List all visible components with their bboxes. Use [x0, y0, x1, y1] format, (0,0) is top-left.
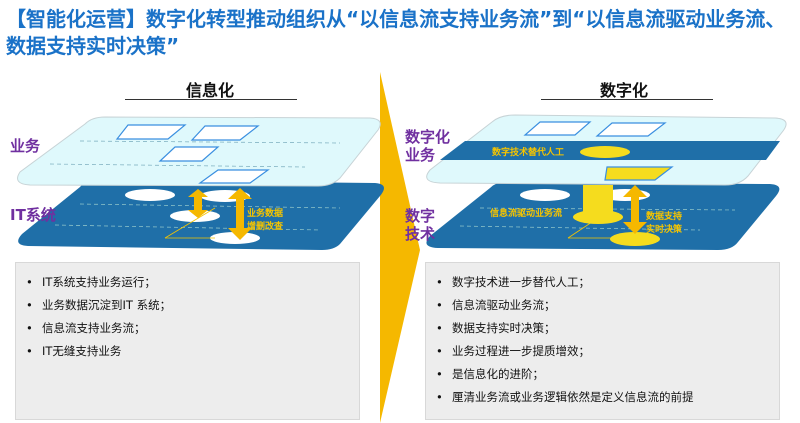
data-arrow [188, 188, 252, 240]
business-node [198, 169, 270, 184]
layer-label-digital-business: 数字化业务 [405, 128, 450, 164]
arrow-label: 业务数据 [247, 207, 283, 219]
it-node [170, 210, 220, 222]
bullet-item: IT无缝支持业务 [24, 340, 359, 363]
heading-informatization: 信息化 [186, 81, 235, 100]
bullet-item: 信息流支持业务流； [24, 317, 359, 340]
divider [125, 99, 297, 100]
divider [541, 99, 713, 100]
label-line: 数字化 [405, 128, 451, 146]
heading-digitalization: 数字化 [600, 81, 649, 100]
right-bullet-box: 数字技术进一步替代人工； 信息流驱动业务流； 数据支持实时决策； 业务过程进一步… [425, 262, 780, 420]
business-node [604, 166, 674, 181]
left-bullet-box: IT系统支持业务运行； 业务数据沉淀到IT 系统； 信息流支持业务流； IT无缝… [15, 262, 360, 420]
bullet-item: 数字技术进一步替代人工； [434, 271, 779, 294]
layer-label-business: 业务 [10, 137, 41, 155]
label-line: 业务 [405, 146, 436, 164]
bullet-item: 信息流驱动业务流； [434, 294, 779, 317]
transition-arrow [380, 72, 420, 423]
bullet-item: 厘清业务流或业务逻辑依然是定义信息流的前提 [434, 386, 779, 409]
it-node [125, 189, 175, 201]
layer-label-it: IT系统 [10, 206, 56, 224]
arrow-label: 数据支持 [646, 210, 682, 222]
decision-arrow [623, 185, 647, 234]
bullet-item: 业务数据沉淀到IT 系统； [24, 294, 359, 317]
bullet-item: 业务过程进一步提质增效； [434, 340, 779, 363]
slide-title: 【智能化运营】数字化转型推动组织从“以信息流支持业务流”到“以信息流驱动业务流、… [6, 7, 786, 58]
business-node [115, 124, 187, 140]
it-node [210, 232, 260, 244]
bullet-item: 是信息化的进阶； [434, 363, 779, 386]
label-line: 技术 [405, 225, 436, 243]
arrow-label: 增删改查 [247, 220, 284, 232]
arrow-label: 实时决策 [646, 223, 683, 235]
business-node [158, 146, 220, 162]
bullet-item: IT系统支持业务运行； [24, 271, 359, 294]
tech-node [610, 232, 660, 246]
bullet-item: 数据支持实时决策； [434, 317, 779, 340]
flow-label: 信息流驱动业务流 [490, 207, 562, 219]
band-label: 数字技术替代人工 [492, 146, 564, 158]
band-node [580, 146, 630, 158]
business-node [190, 125, 260, 141]
layer-label-digital-tech: 数字技术 [405, 207, 435, 243]
label-line: 数字 [405, 207, 436, 225]
